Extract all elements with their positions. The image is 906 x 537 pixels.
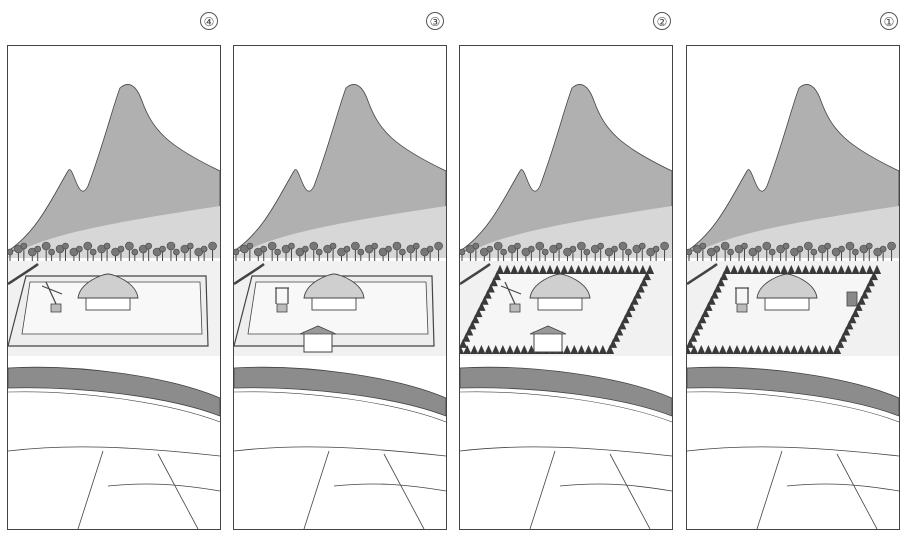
mountain — [460, 84, 672, 252]
illustration-panel-4 — [7, 45, 221, 530]
mountain — [234, 84, 446, 252]
pulley-well — [275, 287, 289, 313]
illustration-panel-1 — [686, 45, 900, 530]
panel-label-3: ③ — [426, 12, 444, 30]
panel-label-4: ④ — [200, 12, 218, 30]
mountain — [8, 84, 220, 252]
tree-line — [460, 241, 669, 261]
riverbank — [8, 391, 220, 423]
panel-label-2: ② — [653, 12, 671, 30]
rice-fields — [460, 446, 672, 529]
side-gate — [846, 291, 858, 307]
dirt-path — [687, 263, 718, 286]
roofed-gate — [529, 325, 567, 353]
roofed-gate — [299, 325, 337, 353]
panel-label-1: ① — [880, 12, 898, 30]
pulley-well — [735, 287, 749, 313]
riverbank — [460, 391, 672, 423]
shadoof-well — [500, 281, 522, 313]
thatched-hut — [756, 273, 818, 311]
river — [460, 366, 672, 417]
earthen-wall-enclosure — [234, 275, 435, 347]
tree-line — [687, 241, 896, 261]
rice-fields — [234, 446, 446, 529]
dirt-path — [8, 263, 39, 286]
tree-line — [234, 241, 443, 261]
river — [687, 366, 899, 417]
river — [234, 366, 446, 417]
shadoof-well — [41, 281, 63, 313]
rice-fields — [687, 446, 899, 529]
illustration-panel-3 — [233, 45, 447, 530]
dirt-path — [460, 263, 491, 286]
riverbank — [687, 391, 899, 423]
illustration-panel-2 — [459, 45, 673, 530]
dirt-path — [234, 263, 265, 286]
river — [8, 366, 220, 417]
hedge-enclosure — [687, 265, 881, 354]
tree-line — [8, 241, 217, 261]
thatched-hut — [77, 273, 139, 311]
rice-fields — [8, 446, 220, 529]
thatched-hut — [529, 273, 591, 311]
mountain — [687, 84, 899, 252]
thatched-hut — [303, 273, 365, 311]
hedge-enclosure — [460, 265, 654, 354]
riverbank — [234, 391, 446, 423]
